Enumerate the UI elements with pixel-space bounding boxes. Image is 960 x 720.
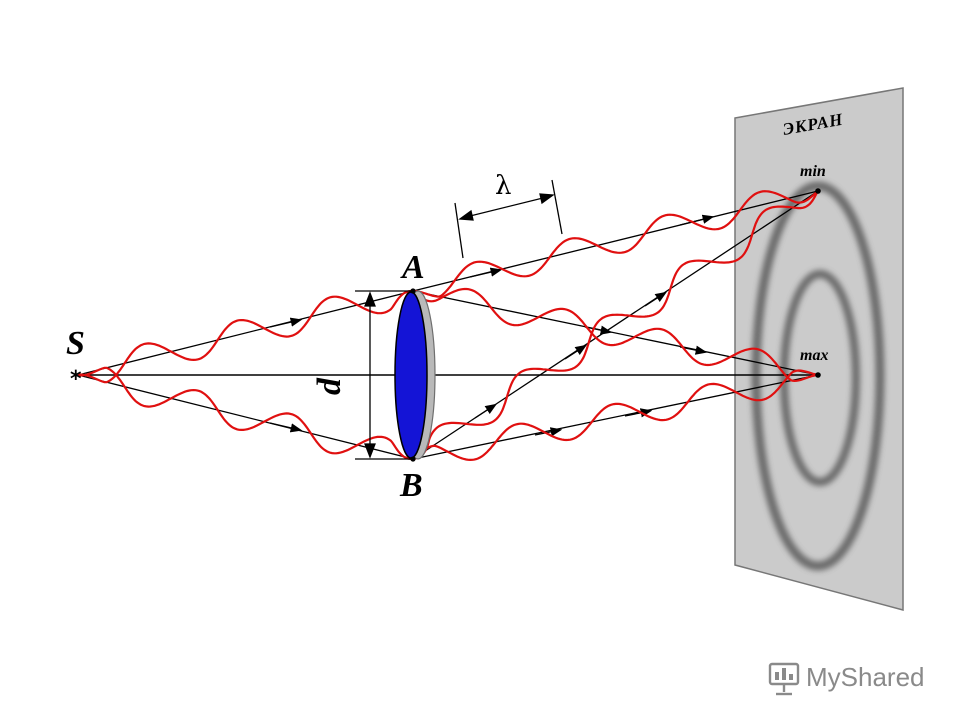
- lens-face: [394, 291, 428, 459]
- source-star-icon: *: [70, 367, 82, 392]
- aperture-lens: [394, 290, 436, 460]
- interference-ring-outer: [751, 181, 885, 571]
- arrow-a-min-2: [679, 214, 715, 226]
- label-point-a: A: [400, 249, 425, 286]
- point-max: [815, 372, 821, 378]
- lambda-arrow-left: [458, 209, 474, 221]
- watermark-text: MyShared: [806, 662, 925, 692]
- arrow-b-min: [474, 403, 497, 419]
- wave-b-to-min: [412, 190, 819, 461]
- lambda-tick-left: [454, 202, 464, 259]
- label-max: max: [800, 347, 828, 364]
- lambda-dim-line: [461, 195, 552, 219]
- presentation-board-icon: [768, 662, 800, 696]
- lambda-tick-right: [551, 179, 563, 235]
- wave-b-to-max: [412, 369, 819, 462]
- ray-a-to-max: [412, 290, 819, 376]
- label-source: S: [66, 325, 85, 362]
- arrow-b-min-3: [644, 291, 667, 307]
- arrow-s-a: [269, 317, 303, 328]
- interference-ring-inner: [780, 270, 860, 486]
- aperture-arrow-bottom: [364, 443, 376, 459]
- label-aperture-d: d: [311, 377, 348, 395]
- waves: [77, 190, 819, 462]
- arrow-b-max-2: [624, 408, 653, 418]
- ray-s-to-b: [77, 374, 414, 460]
- point-min: [815, 188, 821, 194]
- ray-lines: [77, 190, 819, 460]
- arrow-b-max: [534, 427, 563, 437]
- arrow-s-b: [269, 422, 303, 433]
- wave-s-to-a: [77, 289, 413, 384]
- ray-s-to-a: [77, 290, 414, 376]
- point-a: [410, 288, 416, 294]
- wave-s-to-b: [77, 366, 413, 461]
- label-min: min: [800, 163, 826, 180]
- watermark: MyShared: [768, 662, 925, 696]
- ray-b-to-max: [412, 374, 819, 460]
- wavelength-dimension: [454, 179, 563, 259]
- point-b: [410, 456, 416, 462]
- aperture-dimension: [355, 290, 413, 460]
- wave-a-to-max: [412, 287, 819, 383]
- wave-a-to-min: [413, 190, 819, 298]
- aperture-arrow-top: [364, 291, 376, 307]
- arrow-a-max: [584, 325, 613, 335]
- label-point-b: B: [399, 467, 423, 504]
- lambda-arrow-right: [539, 193, 555, 205]
- arrow-b-min-2: [564, 344, 587, 360]
- label-wavelength: λ: [495, 171, 511, 201]
- arrow-a-min: [469, 267, 503, 278]
